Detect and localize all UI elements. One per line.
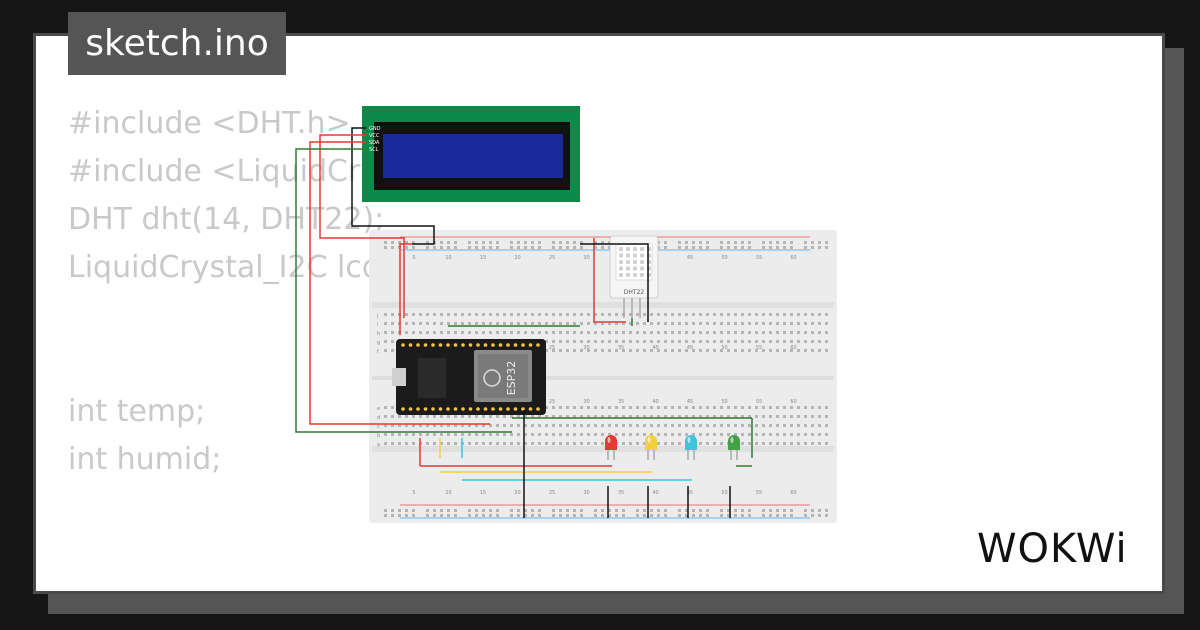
column-number: 60 [790, 490, 796, 496]
column-number: 50 [721, 490, 727, 496]
lcd-pin-label: SDA [369, 140, 380, 146]
esp32-board: ESP32 [392, 339, 546, 415]
column-number: 25 [549, 255, 555, 261]
row-letter: g [377, 340, 380, 346]
column-number: 15 [480, 490, 486, 496]
led [605, 435, 617, 460]
column-number: 45 [687, 399, 693, 405]
column-number: 25 [549, 399, 555, 405]
column-number: 30 [583, 399, 589, 405]
column-number: 20 [514, 255, 520, 261]
row-letter: c [377, 424, 380, 430]
column-number: 30 [583, 490, 589, 496]
column-number: 60 [790, 345, 796, 351]
led-group [605, 435, 740, 460]
column-number: 45 [687, 345, 693, 351]
dht22-sensor: DHT22 [609, 235, 659, 318]
column-number: 35 [618, 399, 624, 405]
led [645, 435, 657, 460]
column-number: 55 [756, 399, 762, 405]
code-preview: #include <DHT.h> #include <LiquidCry DHT… [68, 100, 384, 484]
code-line: DHT dht(14, DHT22); [68, 202, 385, 237]
dht22-label: DHT22 [624, 289, 645, 296]
column-number: 55 [756, 490, 762, 496]
row-letter: h [377, 331, 380, 337]
bus-wires [419, 410, 753, 518]
row-letter: i [377, 322, 378, 328]
code-line: int humid; [68, 442, 222, 477]
column-number: 45 [687, 490, 693, 496]
row-letter: f [377, 349, 379, 355]
lcd-pin-label: VCC [369, 133, 380, 139]
column-number: 60 [790, 255, 796, 261]
row-letter: b [377, 433, 380, 439]
column-number: 30 [583, 255, 589, 261]
breadboard-row-letters: j i h g f e d c b a [376, 313, 380, 448]
code-line: int temp; [68, 394, 206, 429]
column-number: 50 [721, 255, 727, 261]
column-number: 25 [549, 345, 555, 351]
column-number: 20 [514, 490, 520, 496]
column-number: 50 [721, 345, 727, 351]
led [685, 435, 697, 460]
column-number: 55 [756, 345, 762, 351]
column-number: 50 [721, 399, 727, 405]
column-number: 5 [412, 255, 415, 261]
column-number: 45 [687, 255, 693, 261]
row-letter: a [377, 442, 380, 448]
row-letter: j [376, 313, 378, 319]
sensor-wires [448, 238, 649, 327]
column-number: 60 [790, 399, 796, 405]
code-line: #include <LiquidCry [68, 154, 379, 189]
lcd-pin-label: GND [369, 126, 381, 132]
column-number: 40 [652, 399, 658, 405]
row-letter: d [377, 415, 380, 421]
column-number: 10 [445, 255, 451, 261]
column-number: 35 [618, 345, 624, 351]
circuit-diagram: 5555101010101515151520202020252525253030… [295, 106, 837, 523]
column-number: 55 [756, 255, 762, 261]
column-number: 25 [549, 490, 555, 496]
column-number: 30 [583, 345, 589, 351]
lcd-pin-label: SCL [369, 147, 379, 153]
led [728, 435, 740, 460]
column-number: 40 [652, 490, 658, 496]
column-number: 5 [412, 490, 415, 496]
esp32-label: ESP32 [505, 361, 518, 396]
lcd-wires [295, 127, 512, 433]
lcd-display: GND VCC SDA SCL [362, 106, 580, 202]
column-number: 35 [618, 490, 624, 496]
wokwi-logo: WOKWi [977, 526, 1128, 572]
column-number: 15 [480, 255, 486, 261]
column-number: 40 [652, 345, 658, 351]
row-letter: e [377, 406, 380, 412]
column-number: 10 [445, 490, 451, 496]
filename-tag: sketch.ino [68, 12, 286, 75]
